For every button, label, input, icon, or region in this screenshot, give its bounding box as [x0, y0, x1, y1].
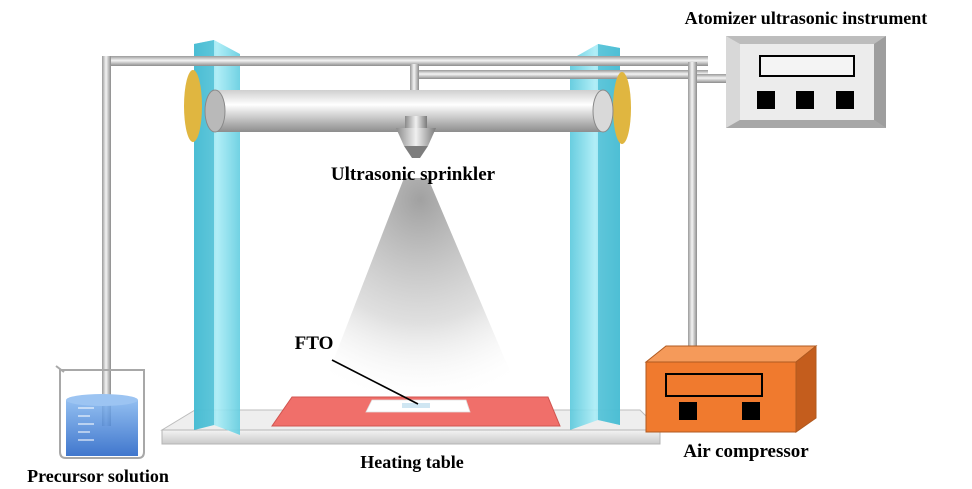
atomizer-instrument [726, 36, 886, 128]
solution-pipe [102, 56, 111, 426]
label-heating-table: Heating table [360, 452, 464, 472]
label-sprinkler: Ultrasonic sprinkler [331, 164, 496, 185]
top-pipe [102, 56, 729, 354]
right-glass-panel [570, 44, 620, 430]
compressor-button-2 [742, 402, 760, 420]
ultrasonic-nozzle [396, 116, 436, 158]
fto-substrate [365, 399, 471, 413]
atomizer-display [759, 55, 855, 77]
air-compressor [644, 344, 818, 433]
left-glass-panel [194, 40, 240, 435]
atomizer-button-2 [796, 91, 814, 109]
roller-end-left [184, 70, 202, 142]
label-atomizer: Atomizer ultrasonic instrument [685, 8, 928, 28]
roller-end-right [613, 72, 631, 144]
label-air-compressor: Air compressor [683, 441, 809, 462]
spray-cone [320, 178, 520, 395]
compressor-button-1 [679, 402, 697, 420]
label-precursor: Precursor solution [27, 466, 169, 486]
atomizer-button-3 [836, 91, 854, 109]
label-fto: FTO [295, 333, 334, 354]
precursor-beaker [55, 365, 145, 459]
compressor-display [665, 373, 763, 397]
fto-pointer-line [331, 359, 419, 405]
atomizer-button-1 [757, 91, 775, 109]
